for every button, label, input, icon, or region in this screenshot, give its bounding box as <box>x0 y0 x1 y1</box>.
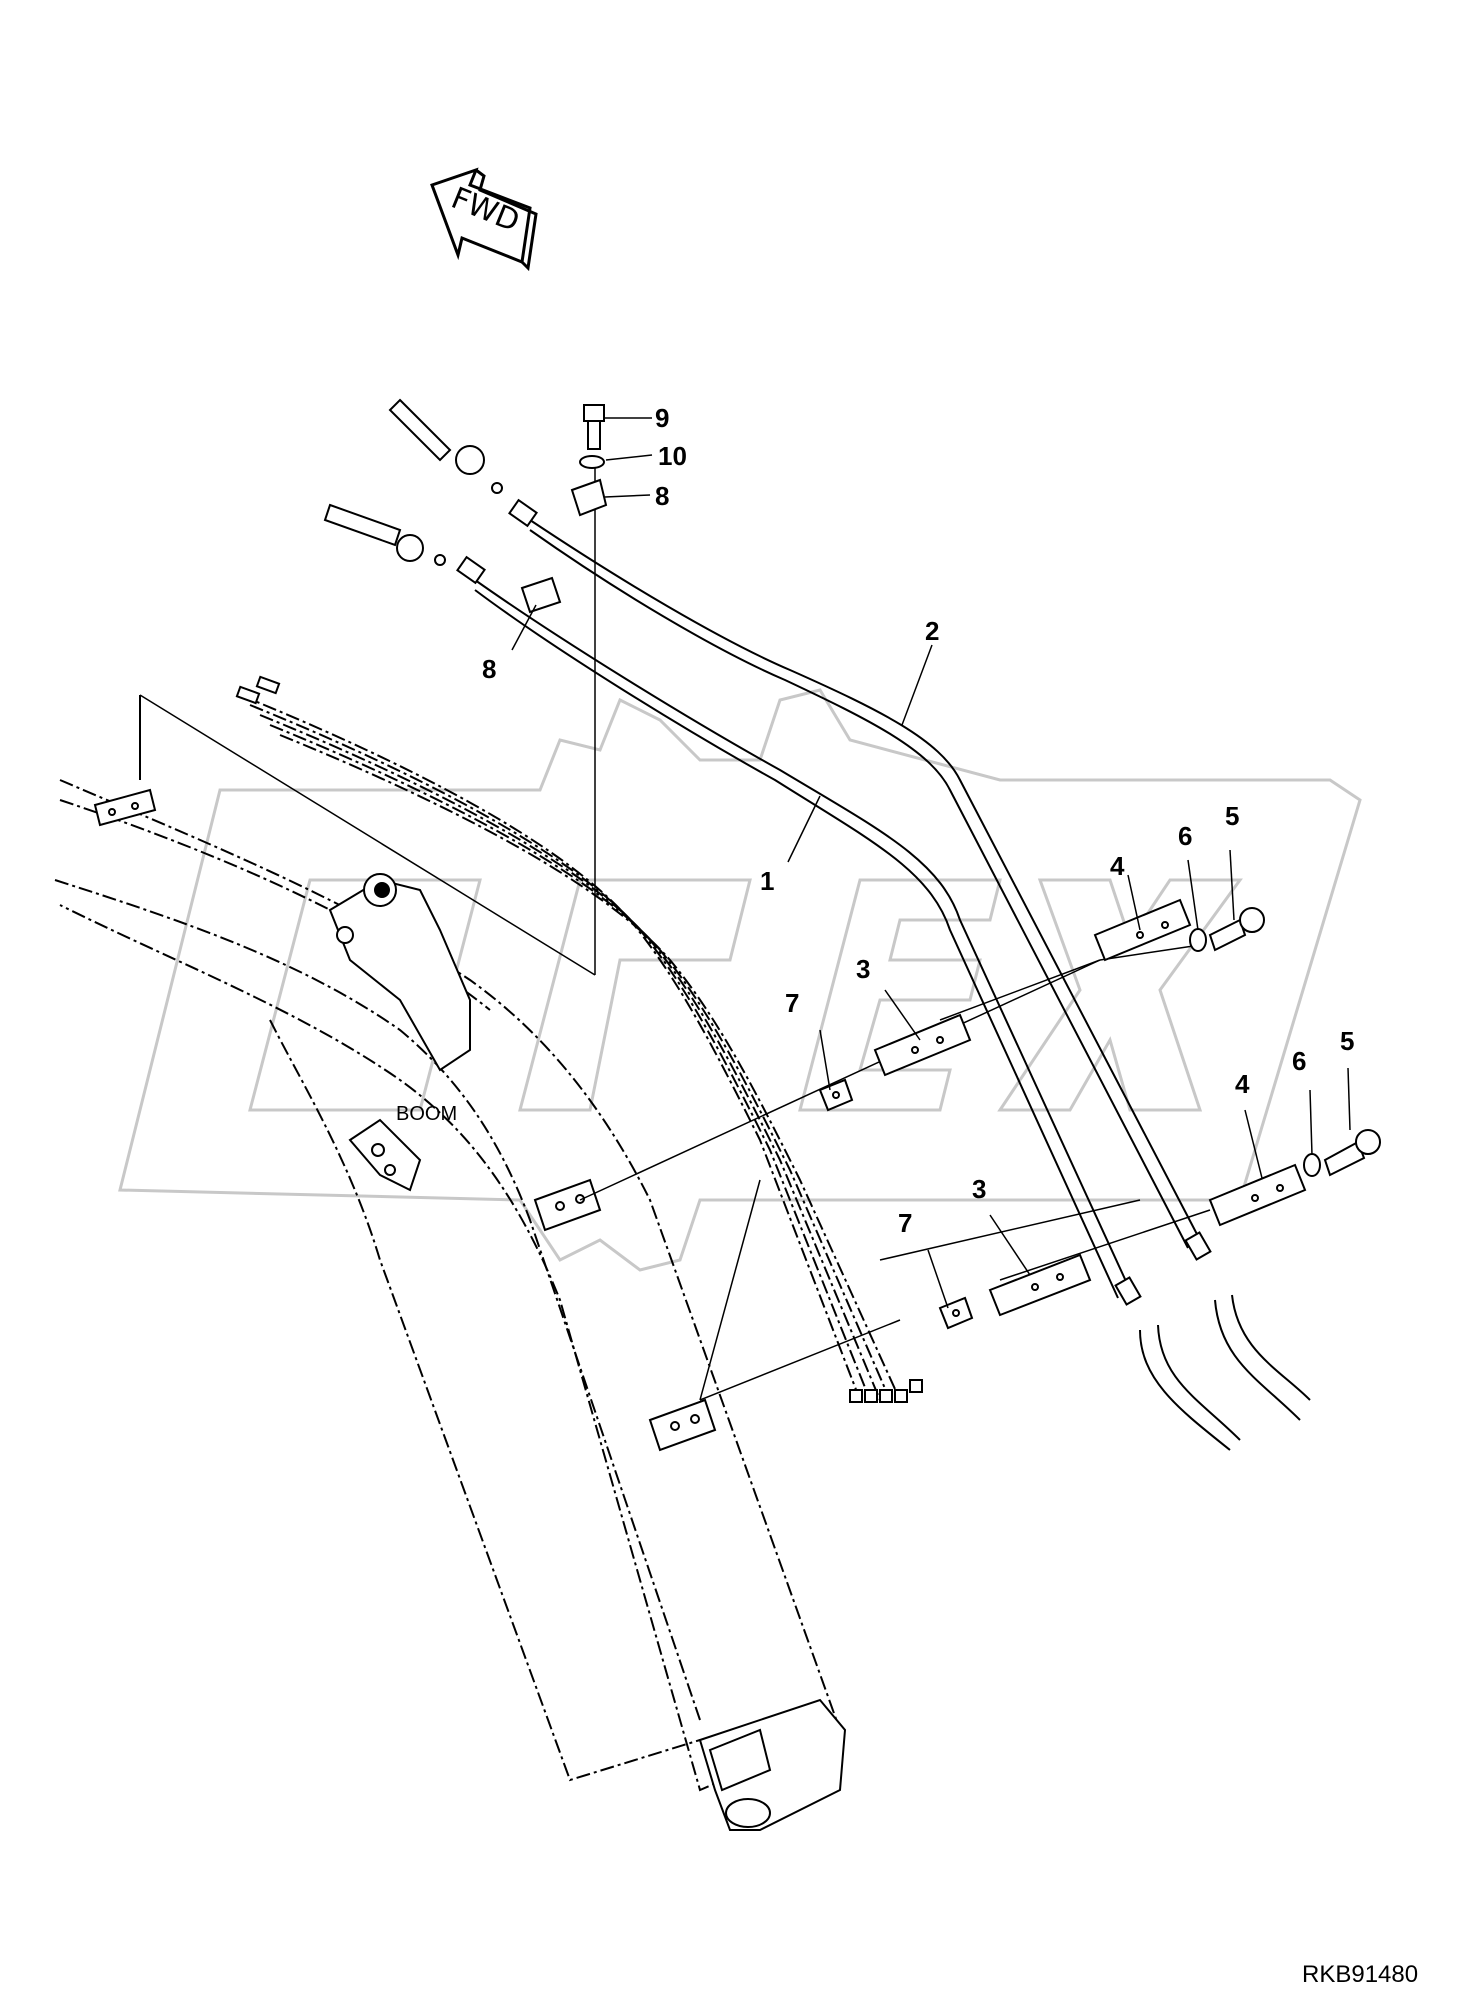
clamp-8-lower <box>520 576 562 614</box>
callout-6: 6 <box>1178 821 1192 851</box>
boom-top-bracket <box>93 695 157 827</box>
bolt-5-lower <box>1323 1129 1381 1177</box>
drawing-code: RKB91480 <box>1302 1961 1418 1988</box>
clamp-7-upper <box>818 1078 854 1112</box>
callout-8: 8 <box>655 481 669 511</box>
tube-2 <box>529 519 1201 1249</box>
reference-lines <box>139 460 1211 1401</box>
clamp-3-lower <box>988 1253 1092 1317</box>
callout-2: 2 <box>925 616 939 646</box>
watermark-logo <box>118 688 1362 1272</box>
tube-fittings <box>456 498 1212 1306</box>
callout-4: 4 <box>1235 1069 1250 1099</box>
bolt-9 <box>583 404 605 450</box>
boom-foot <box>698 1698 847 1831</box>
callout-3: 3 <box>972 1174 986 1204</box>
upper-hoses <box>323 398 503 566</box>
washer-6-lower <box>1303 1153 1321 1177</box>
callout-10: 10 <box>658 441 687 471</box>
callout-5: 5 <box>1340 1026 1354 1056</box>
washer-6-upper <box>1189 928 1207 952</box>
boom-hoses <box>239 694 901 1401</box>
clamp-7-lower <box>938 1296 974 1330</box>
fwd-arrow-icon <box>430 167 538 272</box>
tube-1 <box>474 579 1131 1299</box>
callout-5: 5 <box>1225 801 1239 831</box>
boom-outline <box>54 779 842 1792</box>
callout-8: 8 <box>482 654 496 684</box>
clamp-4-lower <box>1208 1163 1307 1227</box>
lower-hoses <box>1139 1294 1311 1451</box>
boom-clamp-plates <box>533 1178 717 1452</box>
washer-10 <box>579 455 605 469</box>
clamp-8-top <box>570 478 608 517</box>
clamp-4-upper <box>1093 898 1192 962</box>
boom-label: BOOM <box>396 1103 457 1125</box>
callout-leaders <box>511 417 1351 1309</box>
callout-1: 1 <box>760 866 774 896</box>
callout-3: 3 <box>856 954 870 984</box>
hose-end-fittings <box>235 675 923 1403</box>
callout-7: 7 <box>898 1208 912 1238</box>
bolt-5-upper <box>1208 907 1265 952</box>
callout-7: 7 <box>785 988 799 1018</box>
callout-9: 9 <box>655 403 669 433</box>
callout-6: 6 <box>1292 1046 1306 1076</box>
clamp-3-upper <box>873 1013 972 1077</box>
boom-bracket <box>328 873 471 1192</box>
callout-4: 4 <box>1110 851 1125 881</box>
